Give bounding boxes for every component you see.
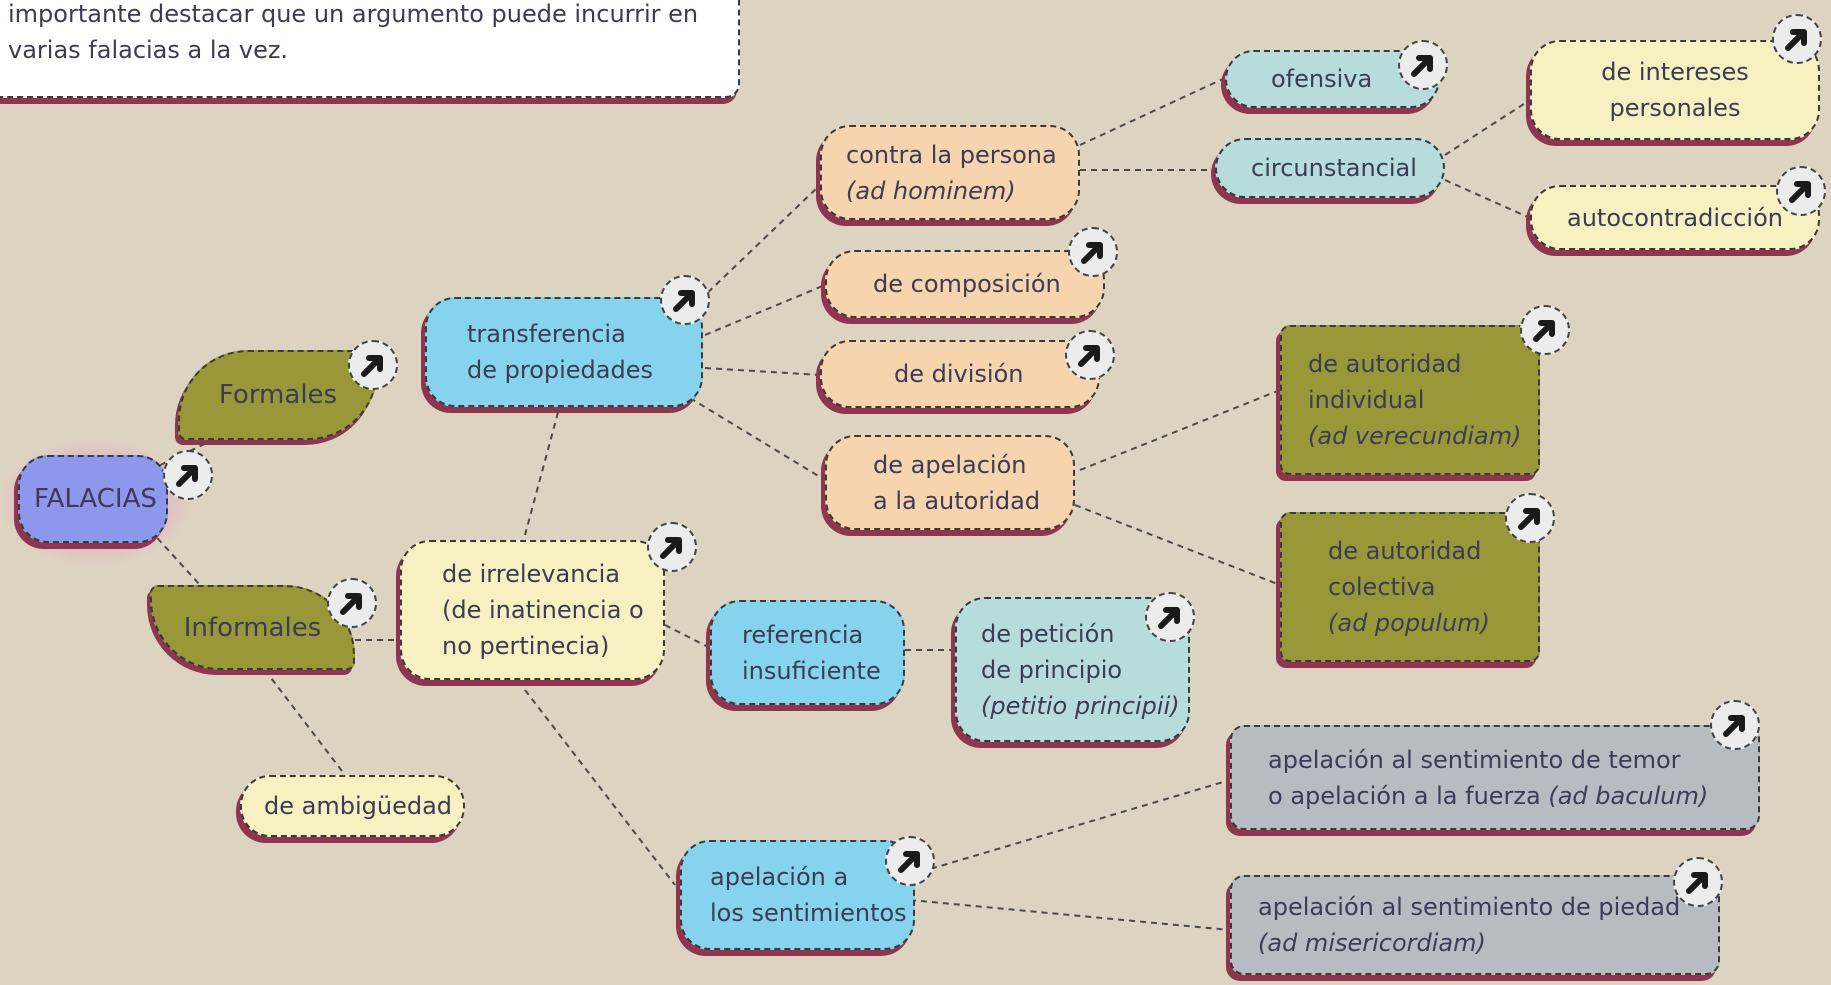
node-apelacion-piedad[interactable]: apelación al sentimiento de piedad (ad m… <box>1230 875 1720 975</box>
arrow-up-right-icon[interactable] <box>647 522 697 572</box>
link-irrelevancia-transferencia <box>524 404 561 536</box>
node-label: de petición <box>981 619 1115 648</box>
node-label: referencia <box>742 620 864 649</box>
node-label: (de inatinencia o <box>442 596 644 624</box>
node-label: FALACIAS <box>34 484 157 514</box>
link-transferencia-contra <box>699 184 821 301</box>
node-label: de ambigüedad <box>264 792 453 820</box>
node-autocontradiccion[interactable]: autocontradicción <box>1530 185 1820 250</box>
node-irrelevancia[interactable]: de irrelevancia (de inatinencia o no per… <box>400 540 665 680</box>
node-label: apelación a <box>710 863 849 891</box>
node-label: de autoridad <box>1328 537 1482 565</box>
link-transferencia-composicion <box>704 284 826 336</box>
node-formales[interactable]: Formales <box>178 350 378 440</box>
link-apelacion-individual <box>1079 389 1281 471</box>
node-label: insuficiente <box>742 656 881 685</box>
node-apelacion-autoridad[interactable]: de apelación a la autoridad <box>825 435 1075 530</box>
node-apelacion-temor[interactable]: apelación al sentimiento de temor o apel… <box>1230 725 1760 830</box>
node-label: circunstancial <box>1251 154 1417 182</box>
node-apelacion-sentimientos[interactable]: apelación a los sentimientos <box>680 840 915 950</box>
node-label: los sentimientos <box>710 899 907 927</box>
intro-line-2: varias falacias a la vez. <box>8 36 289 64</box>
link-root-formales <box>149 419 256 471</box>
node-referencia-insuficiente[interactable]: referencia insuficiente <box>710 600 905 705</box>
node-label: de apelación <box>873 450 1027 479</box>
node-label: a la autoridad <box>873 486 1041 515</box>
link-sentimientos-piedad <box>909 899 1231 931</box>
intro-line-1: importante destacar que un argumento pue… <box>8 0 699 28</box>
node-label: de composición <box>873 270 1061 298</box>
node-label: de principio <box>981 655 1123 684</box>
node-label: de propiedades <box>467 356 653 384</box>
node-label: (ad populum) <box>1328 609 1490 637</box>
node-autoridad-colectiva[interactable]: de autoridad colectiva (ad populum) <box>1280 512 1540 662</box>
intro-note: importante destacar que un argumento pue… <box>0 0 740 98</box>
link-informales-ambiguedad <box>264 669 346 776</box>
arrow-up-right-icon[interactable] <box>327 578 377 628</box>
arrow-up-right-icon[interactable] <box>1673 857 1723 907</box>
node-label: (ad verecundiam) <box>1308 422 1522 450</box>
arrow-up-right-icon[interactable] <box>1776 166 1826 216</box>
node-label: (petitio principii) <box>981 691 1180 720</box>
link-transferencia-apelacion <box>689 397 826 481</box>
link-contra-ofensiva <box>1079 77 1226 146</box>
arrow-up-right-icon[interactable] <box>1068 227 1118 277</box>
arrow-up-right-icon[interactable] <box>1520 305 1570 355</box>
node-ambiguedad[interactable]: de ambigüedad <box>240 775 465 837</box>
node-label: contra la persona <box>846 140 1057 169</box>
node-division[interactable]: de división <box>820 340 1100 408</box>
node-label: o apelación a la fuerza <box>1268 781 1549 810</box>
node-label-italic: (ad baculum) <box>1548 781 1709 810</box>
node-label: ofensiva <box>1271 65 1373 93</box>
node-transferencia-propiedades[interactable]: transferencia de propiedades <box>425 297 703 407</box>
node-label: apelación al sentimiento de temor <box>1268 745 1681 774</box>
node-label: apelación al sentimiento de piedad <box>1258 893 1681 921</box>
node-intereses-personales[interactable]: de intereses personales <box>1530 40 1820 140</box>
arrow-up-right-icon[interactable] <box>348 340 398 390</box>
arrow-up-right-icon[interactable] <box>660 275 710 325</box>
arrow-up-right-icon[interactable] <box>1505 493 1555 543</box>
link-sentimientos-temor <box>909 779 1231 876</box>
node-label: de autoridad <box>1308 350 1462 378</box>
node-label: de división <box>894 360 1024 388</box>
node-contra-la-persona[interactable]: contra la persona (ad hominem) <box>820 125 1080 220</box>
node-falacias[interactable]: FALACIAS <box>18 455 168 543</box>
node-label: autocontradicción <box>1567 203 1783 232</box>
node-label: personales <box>1609 94 1741 122</box>
arrow-up-right-icon[interactable] <box>163 450 213 500</box>
node-label: (ad misericordiam) <box>1258 929 1486 957</box>
node-circunstancial[interactable]: circunstancial <box>1215 138 1445 198</box>
node-label: transferencia <box>467 320 626 348</box>
link-irrelevancia-sentimientos <box>524 689 676 886</box>
link-irrelevancia-referencia <box>664 624 711 649</box>
node-informales[interactable]: Informales <box>150 585 355 670</box>
arrow-up-right-icon[interactable] <box>1772 14 1822 64</box>
node-label: de intereses <box>1601 58 1749 86</box>
arrow-up-right-icon[interactable] <box>1398 40 1448 90</box>
link-circunstancial-intereses <box>1444 99 1531 156</box>
link-circunstancial-autocontra <box>1444 179 1531 219</box>
node-label: Formales <box>218 380 338 410</box>
node-composicion[interactable]: de composición <box>825 250 1105 318</box>
node-label: Informales <box>183 612 322 643</box>
node-label: individual <box>1308 386 1425 414</box>
node-autoridad-individual[interactable]: de autoridad individual (ad verecundiam) <box>1280 325 1540 475</box>
node-label: colectiva <box>1328 573 1436 601</box>
node-label: (ad hominem) <box>846 176 1016 205</box>
node-label: no pertinecia) <box>442 632 610 660</box>
link-transferencia-division <box>704 367 821 376</box>
arrow-up-right-icon[interactable] <box>885 836 935 886</box>
arrow-up-right-icon[interactable] <box>1065 330 1115 380</box>
arrow-up-right-icon[interactable] <box>1145 592 1195 642</box>
link-apelacion-colectiva <box>1074 504 1281 586</box>
node-label: de irrelevancia <box>442 560 620 588</box>
node-label-row: o apelación a la fuerza (ad baculum) <box>1268 778 1722 814</box>
arrow-up-right-icon[interactable] <box>1710 700 1760 750</box>
